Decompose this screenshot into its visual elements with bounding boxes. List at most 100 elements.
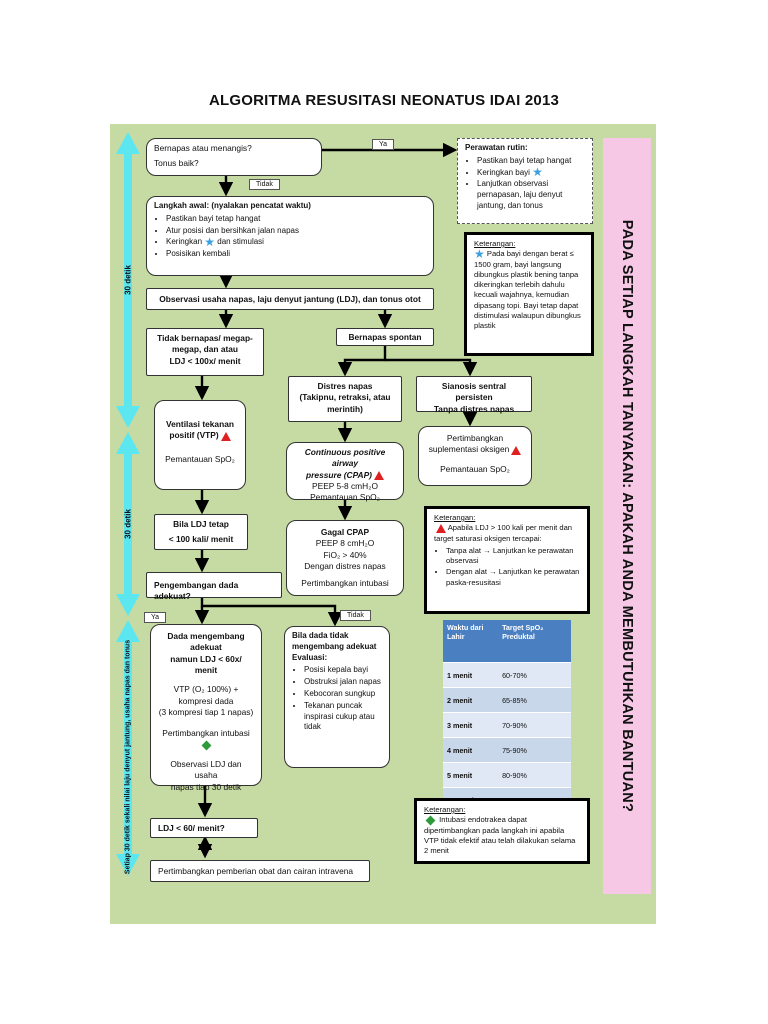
evaluation-item-4: Tekanan puncak inspirasi cukup atau tida… — [304, 701, 382, 733]
respiratory-distress-box: Distres napas (Takipnu, retraksi, atau m… — [288, 376, 402, 422]
not-breathing-box: Tidak bernapas/ megap- megap, dan atau L… — [146, 328, 264, 376]
ppv-line2: positif (VTP) — [169, 430, 219, 441]
observation-box: Observasi usaha napas, laju denyut jantu… — [146, 288, 434, 310]
supplement-line1: Pertimbangkan — [446, 433, 504, 443]
table-cell: 2 menit — [443, 687, 499, 713]
label-ya-2: Ya — [144, 612, 167, 623]
star-icon: ★ — [204, 235, 216, 250]
chest-line1: Dada mengembang — [167, 631, 245, 641]
ppv-line1: Ventilasi tekanan — [166, 419, 234, 429]
cyanosis-box: Sianosis sentral persisten Tanpa distres… — [416, 376, 532, 414]
distress-line2: (Takipnu, retraksi, atau — [299, 392, 391, 403]
not-expanding-title: Bila dada tidak mengembang adekuat — [292, 631, 377, 651]
note-1-title: Keterangan: — [474, 239, 516, 248]
question-breathing: Bernapas atau menangis? — [154, 143, 252, 153]
star-icon: ★ — [532, 165, 543, 180]
table-cell: 4 menit — [443, 737, 499, 763]
timeline-arrow-3 — [116, 620, 140, 876]
cpap-monitor: Pemantauan SpO₂ — [310, 492, 380, 503]
note-3-box: Keterangan: Intubasi endotrakea dapat di… — [414, 798, 590, 864]
chest-expanding-box: Dada mengembang adekuat namun LDJ < 60x/… — [150, 624, 262, 792]
cpap-failure-box: Gagal CPAP PEEP 8 cmH₂O FiO₂ > 40% Denga… — [286, 520, 404, 596]
table-cell: 65-85% — [498, 687, 571, 713]
diamond-icon — [425, 815, 436, 826]
oxygen-supplement-box: Pertimbangkan suplementasi oksigen Peman… — [418, 426, 532, 486]
ppv-monitor: Pemantauan SpO₂ — [165, 453, 235, 464]
note-1-text: Pada bayi dengan berat ≤ 1500 gram, bayi… — [474, 249, 581, 330]
table-cell: 60-70% — [498, 662, 571, 688]
diamond-icon — [201, 740, 211, 751]
initial-step-3: Keringkan — [166, 237, 203, 247]
triangle-icon — [373, 470, 384, 480]
cpap-box: Continuous positive airway pressure (CPA… — [286, 442, 404, 503]
ppv-box: Ventilasi tekanan positif (VTP) Pemantau… — [154, 400, 246, 490]
evaluation-item-1: Posisi kepala bayi — [304, 665, 382, 676]
note-2-item-2: Dengan alat → Lanjutkan ke perawatan pas… — [446, 567, 580, 588]
supplement-line2: suplementasi oksigen — [428, 444, 510, 455]
side-banner: PADA SETIAP LANGKAH TANYAKAN: APAKAH AND… — [603, 138, 651, 894]
table-header: Waktu dari Lahir — [443, 620, 499, 663]
page-title: ALGORITMA RESUSITASI NEONATUS IDAI 2013 — [208, 92, 560, 109]
chest-line4: VTP (O₂ 100%) + — [173, 684, 239, 695]
table-header: Target SpO₂ Preduktal — [498, 620, 571, 663]
routine-item-2: Keringkan bayi — [477, 167, 530, 177]
cpap-failure-distress: Dengan distres napas — [304, 561, 386, 572]
question-breathing-box: Bernapas atau menangis? Tonus baik? — [146, 138, 322, 176]
chest-line2: adekuat — [190, 642, 222, 653]
triangle-icon — [511, 445, 522, 455]
routine-item-3: Lanjutkan observasi pernapasan, laju den… — [477, 179, 585, 211]
cpap-line2: pressure (CPAP) — [306, 469, 372, 480]
routine-care-title: Perawatan rutin: — [465, 143, 528, 152]
chest-line8: Observasi LDJ dan usaha — [170, 759, 242, 781]
chest-not-expanding-box: Bila dada tidak mengembang adekuat Evalu… — [284, 626, 390, 768]
initial-step-3b: dan stimulasi — [217, 237, 264, 247]
timeline-arrows — [116, 132, 140, 876]
initial-step-1: Pastikan bayi tetap hangat — [166, 214, 426, 225]
hr-persistent-line2: < 100 kali/ menit — [168, 534, 234, 545]
initial-steps-box: Langkah awal: (nyalakan pencatat waktu) … — [146, 196, 434, 276]
table-cell: 1 menit — [443, 662, 499, 688]
target-spo2-table: Waktu dari Lahir Target SpO₂ Preduktal 1… — [443, 620, 571, 812]
routine-item-1: Pastikan bayi tetap hangat — [477, 156, 585, 167]
note-2-text: Apabila LDJ > 100 kali per menit dan tar… — [434, 523, 573, 543]
not-breathing-line3: LDJ < 100x/ menit — [169, 355, 241, 366]
question-tone: Tonus baik? — [154, 158, 199, 169]
cpap-failure-fio2: FiO₂ > 40% — [323, 549, 367, 560]
note-1-box: Keterangan: ★ Pada bayi dengan berat ≤ 1… — [464, 232, 594, 356]
table-cell: 3 menit — [443, 712, 499, 738]
note-2-item-1: Tanpa alat → Lanjutkan ke perawatan obse… — [446, 546, 580, 567]
chest-line6: (3 kompresi tiap 1 napas) — [158, 707, 254, 718]
timeline-arrow-1 — [116, 132, 140, 428]
distress-line3: merintih) — [327, 403, 363, 414]
note-3-text: Intubasi endotrakea dapat dipertimbangka… — [424, 815, 576, 855]
table-cell: 75-90% — [498, 737, 571, 763]
table-cell: 70-90% — [498, 712, 571, 738]
cpap-line1: Continuous positive airway — [304, 447, 386, 469]
evaluation-item-2: Obstruksi jalan napas — [304, 677, 382, 688]
supplement-monitor: Pemantauan SpO₂ — [440, 463, 510, 474]
cpap-failure-intubation: Pertimbangkan intubasi — [301, 578, 389, 589]
chest-line3: namun LDJ < 60x/ menit — [170, 653, 242, 676]
label-tidak-1: Tidak — [249, 179, 280, 190]
timeline-arrow-2 — [116, 432, 140, 616]
label-tidak-2: Tidak — [340, 610, 371, 621]
cyanosis-line2: Tanpa distres napas — [433, 403, 515, 414]
chest-line5: kompresi dada — [178, 695, 234, 706]
not-breathing-line2: megap, dan atau — [171, 344, 239, 355]
label-ya-1: Ya — [372, 139, 395, 150]
cpap-peep: PEEP 5-8 cmH₂O — [312, 481, 378, 492]
cyanosis-line1: Sianosis sentral persisten — [441, 381, 507, 403]
triangle-icon — [220, 431, 231, 441]
note-2-title: Keterangan: — [434, 513, 476, 522]
table-header-row: Waktu dari Lahir Target SpO₂ Preduktal — [443, 620, 571, 663]
evaluation-item-3: Kebocoran sungkup — [304, 689, 382, 700]
distress-line1: Distres napas — [317, 381, 373, 391]
initial-step-2: Atur posisi dan bersihkan jalan napas — [166, 226, 426, 237]
not-expanding-subtitle: Evaluasi: — [292, 652, 328, 662]
